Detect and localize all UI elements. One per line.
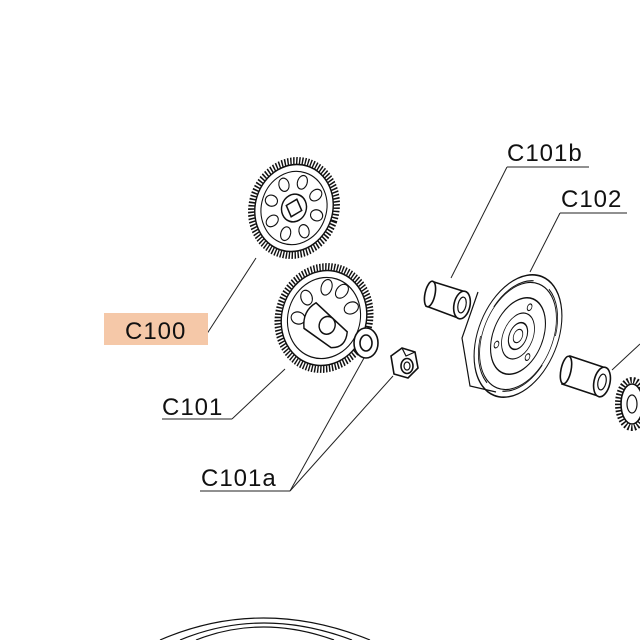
c101-gear[interactable] — [264, 254, 383, 381]
c100-square-bore — [285, 198, 303, 218]
label-c101a[interactable]: C101a — [201, 465, 277, 492]
bottom-partial-part — [159, 617, 371, 640]
label-c101b[interactable]: C101b — [507, 140, 583, 167]
bearing-right[interactable] — [558, 354, 613, 398]
c100-teeth — [248, 157, 340, 259]
c102-center-hub — [507, 321, 529, 351]
c100-highlight — [104, 313, 208, 345]
c100-holes — [264, 174, 324, 242]
pinion-gear-partial[interactable] — [615, 377, 640, 431]
c101a-nut[interactable] — [390, 347, 419, 379]
c102-clutch[interactable] — [457, 262, 579, 410]
c101b-bearing[interactable] — [422, 280, 472, 320]
label-c102[interactable]: C102 — [561, 186, 622, 213]
c101-bore — [318, 315, 336, 336]
label-c100[interactable]: C100 — [125, 318, 186, 345]
c100-gear[interactable] — [239, 149, 349, 266]
c101a-washer[interactable] — [353, 327, 379, 359]
label-c101[interactable]: C101 — [162, 394, 223, 421]
leader-lines — [125, 166, 640, 492]
